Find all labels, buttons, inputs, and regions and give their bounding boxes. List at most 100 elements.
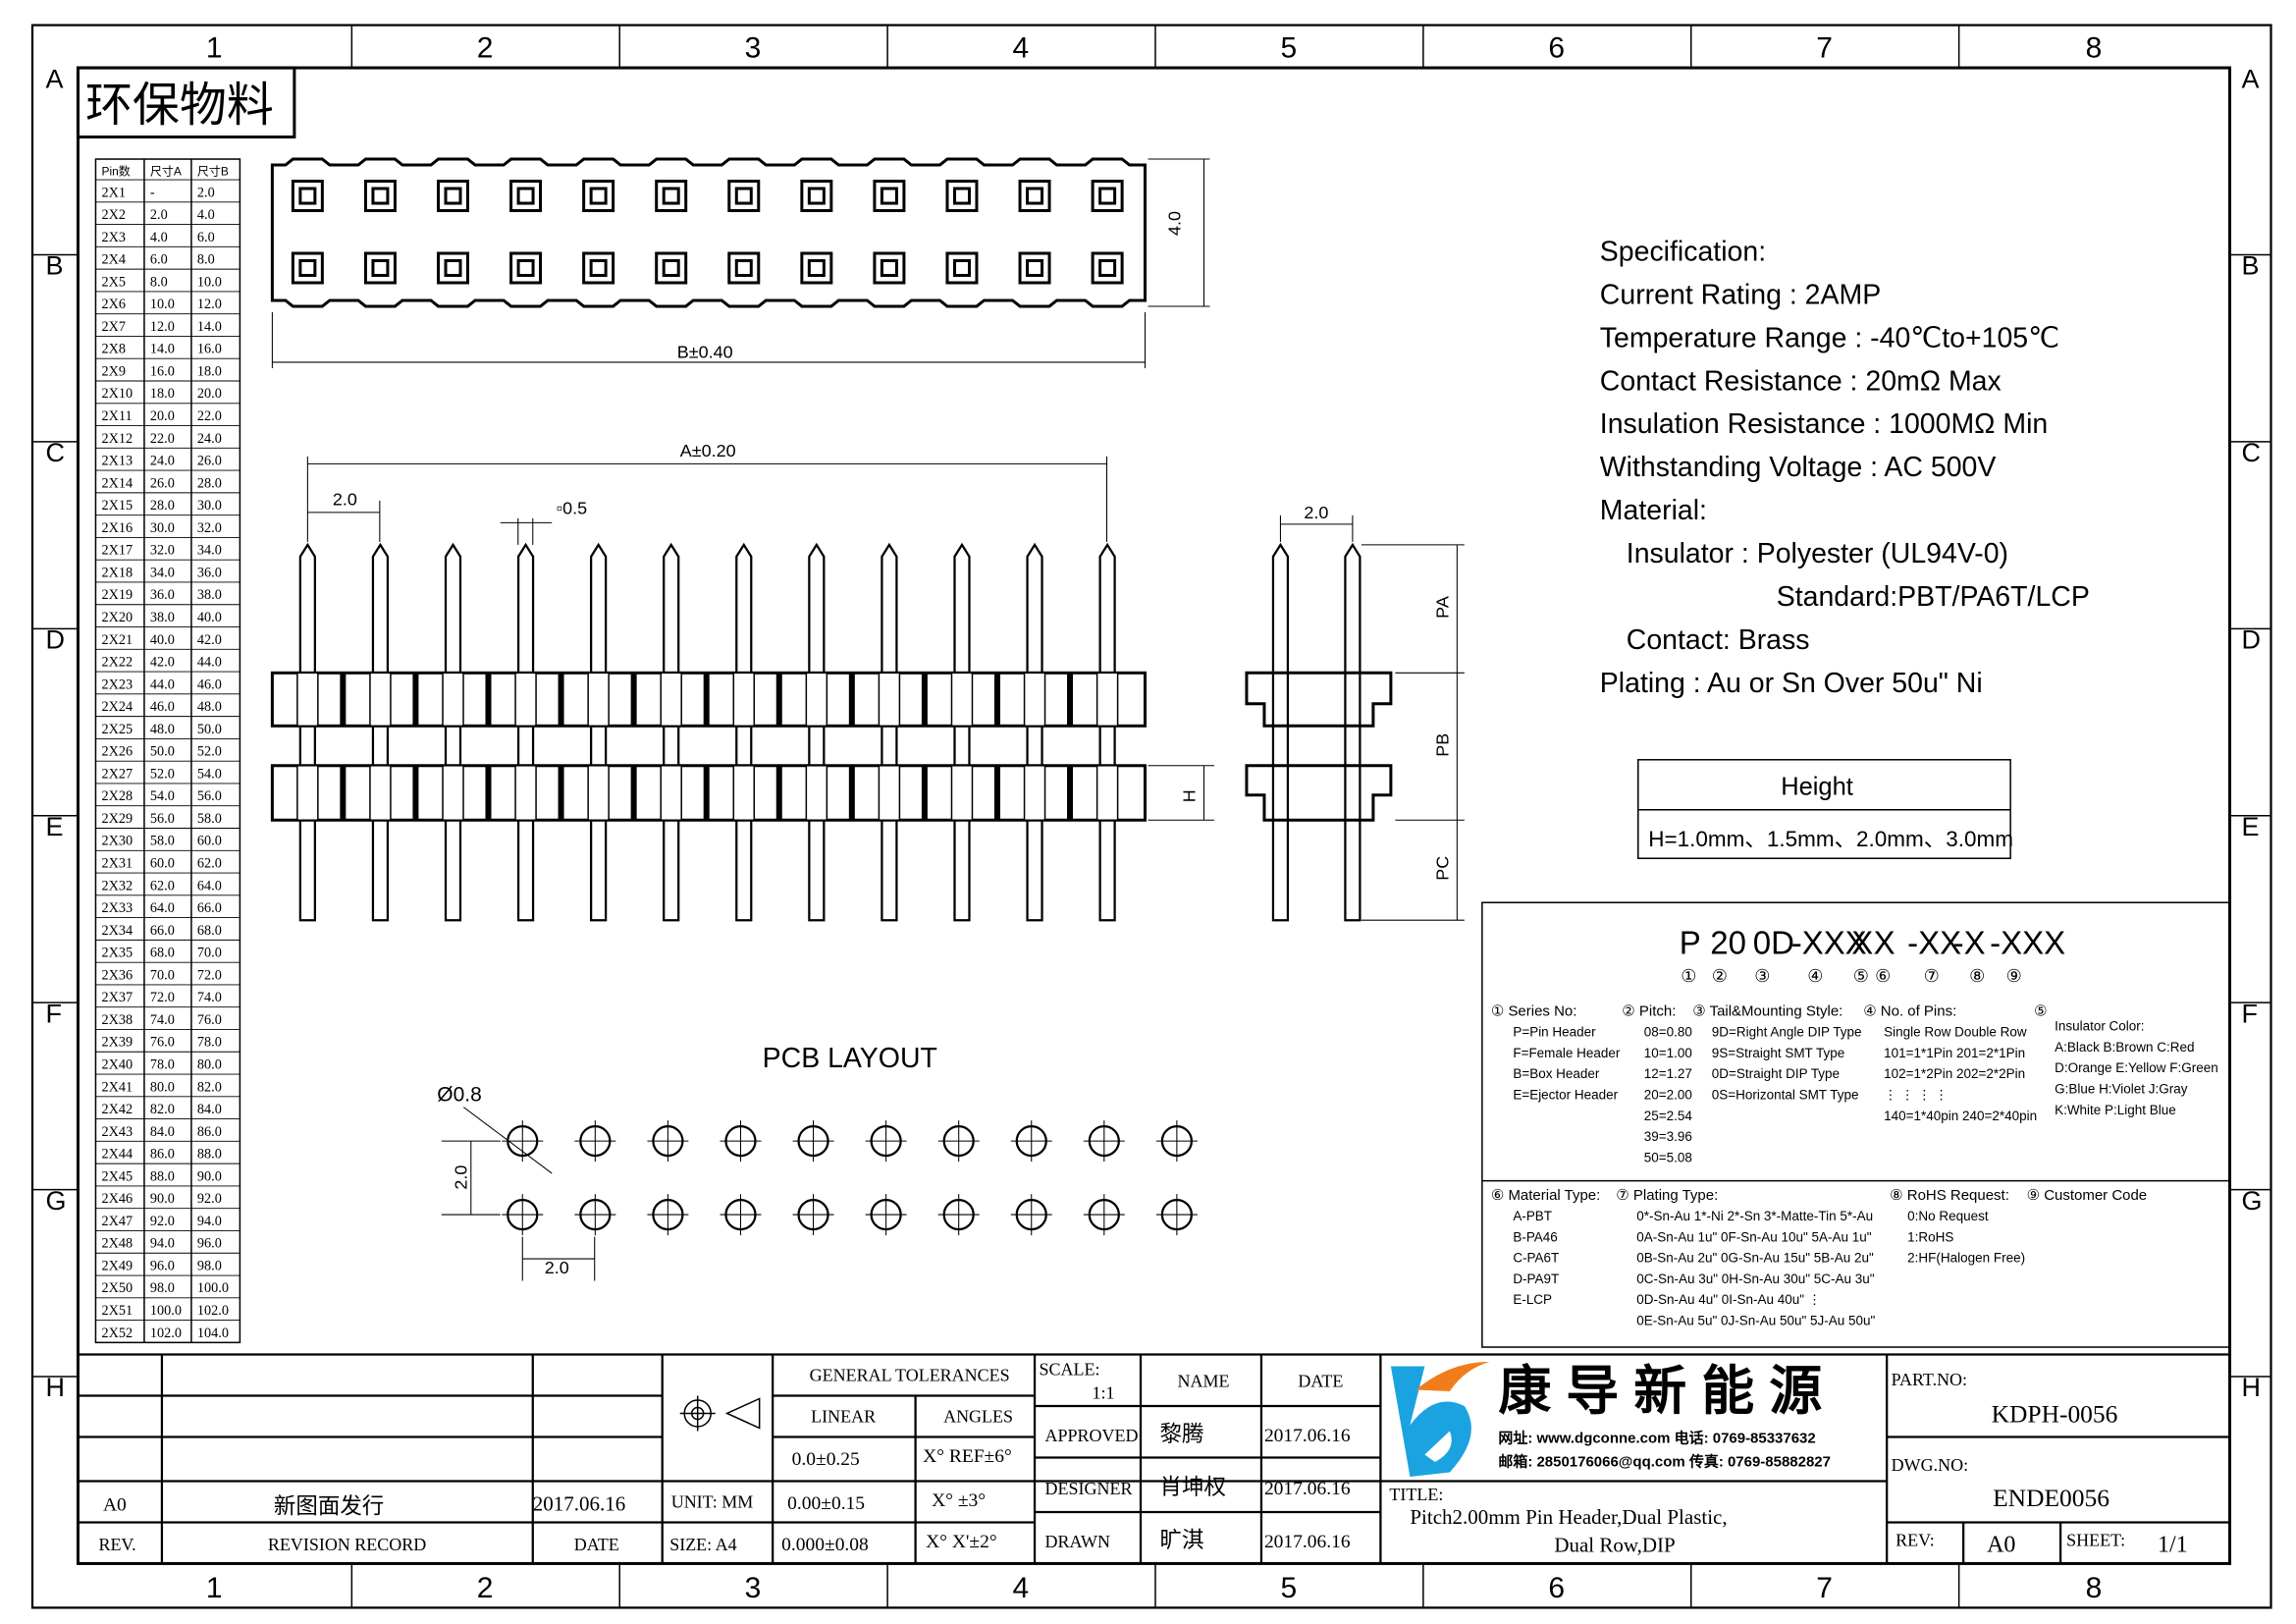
table-cell: 78.0 [150,1057,175,1073]
table-cell: 22.0 [197,408,222,424]
pin-square [291,251,324,285]
table-cell: 64.0 [197,878,222,893]
pin-section [369,765,392,821]
dim-front-width: A±0.20 [680,441,736,460]
table-cell: 2X40 [101,1057,133,1073]
table-cell: 2X12 [101,431,133,447]
dim-side-pitch: 2.0 [1304,503,1328,522]
column-label: 2 [477,1572,494,1604]
height-values: H=1.0mm、1.5mm、2.0mm、3.0mm [1648,827,2013,851]
pin-square-inner [589,187,608,205]
body-notch [558,765,564,821]
table-cell: 58.0 [150,834,175,849]
signoff-name: 肖坤权 [1159,1475,1225,1499]
table-cell: 20.0 [150,408,175,424]
row-label: F [45,999,61,1028]
dimension-line [1279,514,1354,542]
pin [371,542,390,922]
signoff-date: 2017.06.16 [1264,1426,1351,1446]
pin-square [363,180,397,213]
company-contact: 邮箱: 2850176066@qq.com 传真: 0769-85882827 [1498,1452,1831,1470]
table-cell: 2X19 [101,587,133,603]
table-cell: 12.0 [197,297,222,312]
body-notch [630,673,637,727]
table-cell: 32.0 [197,520,222,536]
pin-section [296,672,319,728]
body-notch [848,673,855,727]
dimension-line [307,500,381,542]
table-cell: 102.0 [197,1303,229,1319]
hole-centerline [792,1194,834,1236]
pin-square [363,251,397,285]
legend-item: ⋮ ⋮ ⋮ ⋮ [1884,1088,1948,1103]
table-cell: 10.0 [150,297,175,312]
table-cell: 74.0 [197,990,222,1005]
legend-item: 25=2.54 [1644,1109,1693,1123]
table-cell: 48.0 [150,722,175,737]
unit: UNIT: MM [671,1491,754,1511]
pin-square [437,180,469,213]
part-code-segment: -XXX [1990,925,2065,961]
dim-pcb-row-pitch: 2.0 [451,1165,470,1190]
table-cell: 2X36 [101,967,133,983]
table-cell: 2X32 [101,878,133,893]
table-cell: 72.0 [150,990,175,1005]
part-code-segment: 20 [1710,925,1746,961]
revision-record: 新图面发行 [274,1493,384,1518]
title-block: A0 新图面发行 2017.06.16 REV. REVISION RECORD… [78,1353,2230,1564]
column-label: 1 [206,1572,223,1604]
pin-square-inner [371,258,390,277]
pin-square-inner [807,258,826,277]
pin-section [514,672,537,728]
body-notch [412,765,419,821]
column-label: 7 [1816,32,1833,65]
angle-tol: X° REF±6° [923,1446,1012,1467]
body-notch [558,673,564,727]
legend-item: 0*-Sn-Au 1*-Ni 2*-Sn 3*-Matte-Tin 5*-Au [1636,1209,1873,1223]
pin-square [800,251,833,285]
dwg-no: ENDE0056 [1993,1484,2109,1512]
hole-centerline [502,1194,544,1236]
pin-square-inner [880,187,898,205]
pin-section [732,765,756,821]
dimension-line [271,311,1147,368]
table-cell: 100.0 [150,1303,182,1319]
pin-square-inner [807,187,826,205]
table-cell: 2X21 [101,632,133,648]
part-code-marker: ⑤ [1853,966,1869,986]
legend-item: E-LCP [1513,1292,1552,1307]
pin-square-inner [516,258,535,277]
pin-square [1018,180,1051,213]
pin-section [1023,672,1046,728]
table-cell: 92.0 [150,1214,175,1229]
hole-centerline [937,1194,980,1236]
table-cell: 84.0 [197,1102,222,1117]
table-cell: 4.0 [150,230,168,245]
dim-pa: PA [1432,596,1452,619]
spec-line: Current Rating : 2AMP [1600,279,1881,310]
legend-item: B=Box Header [1513,1066,1600,1081]
legend-item: A:Black B:Brown C:Red [2055,1040,2194,1055]
part-code-marker: ④ [1807,966,1823,986]
legend-item: 1:RoHS [1907,1229,1953,1244]
table-cell: 2X45 [101,1168,133,1184]
column-label: 7 [1816,1572,1833,1604]
pin-square-inner [952,187,971,205]
pin [735,542,753,922]
table-cell: 28.0 [197,475,222,491]
table-cell: 8.0 [197,252,215,268]
rev-label: REV. [98,1535,135,1554]
hole-centerline [647,1194,689,1236]
legend-item: K:White P:Light Blue [2055,1103,2176,1117]
table-cell: 38.0 [197,587,222,603]
body-notch [412,673,419,727]
table-cell: 14.0 [197,319,222,335]
signoff-name: 旷淇 [1159,1528,1203,1552]
legend-item: D:Orange E:Yellow F:Green [2055,1060,2218,1075]
column-label: 6 [1548,32,1565,65]
column-label: 5 [1280,32,1297,65]
revision-record-label: REVISION RECORD [268,1535,426,1554]
revision-rev: A0 [103,1494,127,1515]
part-code-marker: ⑥ [1875,966,1891,986]
